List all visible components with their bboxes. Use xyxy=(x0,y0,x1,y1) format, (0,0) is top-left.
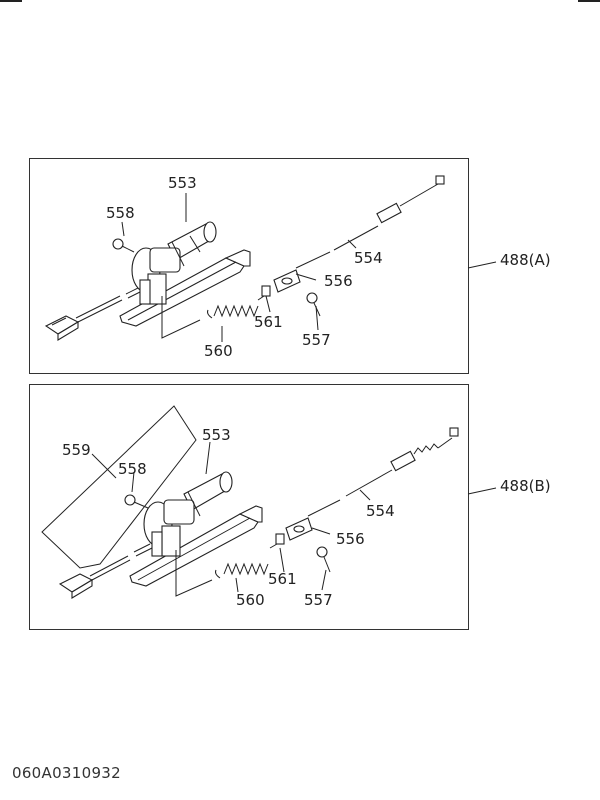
part-label-554-a: 554 xyxy=(354,249,383,267)
wire-b xyxy=(89,543,153,581)
cover-559-b xyxy=(41,405,197,569)
connector-plug-a xyxy=(44,315,80,341)
pin-561-b xyxy=(269,533,285,549)
drawing-code: 060A0310932 xyxy=(12,764,121,782)
part-label-554-b: 554 xyxy=(366,502,395,520)
bolt-557-a xyxy=(306,292,321,317)
part-label-556-a: 556 xyxy=(324,272,353,290)
clamp-556-b xyxy=(285,517,313,541)
part-label-558-a: 558 xyxy=(106,204,135,222)
part-label-556-b: 556 xyxy=(336,530,365,548)
motor-a xyxy=(139,221,217,305)
corner-mark-right xyxy=(578,0,600,2)
part-label-557-b: 557 xyxy=(304,591,333,609)
bolt-558-a xyxy=(112,238,135,253)
bolt-557-b xyxy=(316,546,331,573)
bracket-b xyxy=(129,505,263,587)
assembly-line-b xyxy=(175,550,213,597)
diagram-panel-b xyxy=(29,384,469,630)
cable-554-a xyxy=(295,175,445,269)
spring-b xyxy=(215,562,269,579)
part-label-559-b: 559 xyxy=(62,441,91,459)
reference-label-a: 488(A) xyxy=(500,251,551,269)
bolt-558-b xyxy=(124,494,149,509)
corner-mark-left xyxy=(0,0,22,2)
assembly-line-a xyxy=(161,296,201,339)
reference-label-b: 488(B) xyxy=(500,477,551,495)
part-label-557-a: 557 xyxy=(302,331,331,349)
clamp-556-a xyxy=(273,269,301,293)
assembly-a: 553 558 554 556 561 557 560 488(A) xyxy=(44,174,551,360)
motor-b xyxy=(151,471,233,557)
part-label-560-a: 560 xyxy=(204,342,233,360)
part-label-558-b: 558 xyxy=(118,460,147,478)
connector-plug-b xyxy=(58,573,94,599)
bracket-a xyxy=(119,249,251,327)
part-label-560-b: 560 xyxy=(236,591,265,609)
wire-a xyxy=(75,283,149,323)
spring-a xyxy=(207,304,259,319)
cable-554-b xyxy=(307,427,459,517)
part-label-561-b: 561 xyxy=(268,570,297,588)
part-label-553-b: 553 xyxy=(202,426,231,444)
part-label-553-a: 553 xyxy=(168,174,197,192)
pin-561-a xyxy=(257,285,271,301)
part-label-561-a: 561 xyxy=(254,313,283,331)
assembly-b: 559 553 558 554 556 561 557 560 488(B) xyxy=(41,405,551,609)
